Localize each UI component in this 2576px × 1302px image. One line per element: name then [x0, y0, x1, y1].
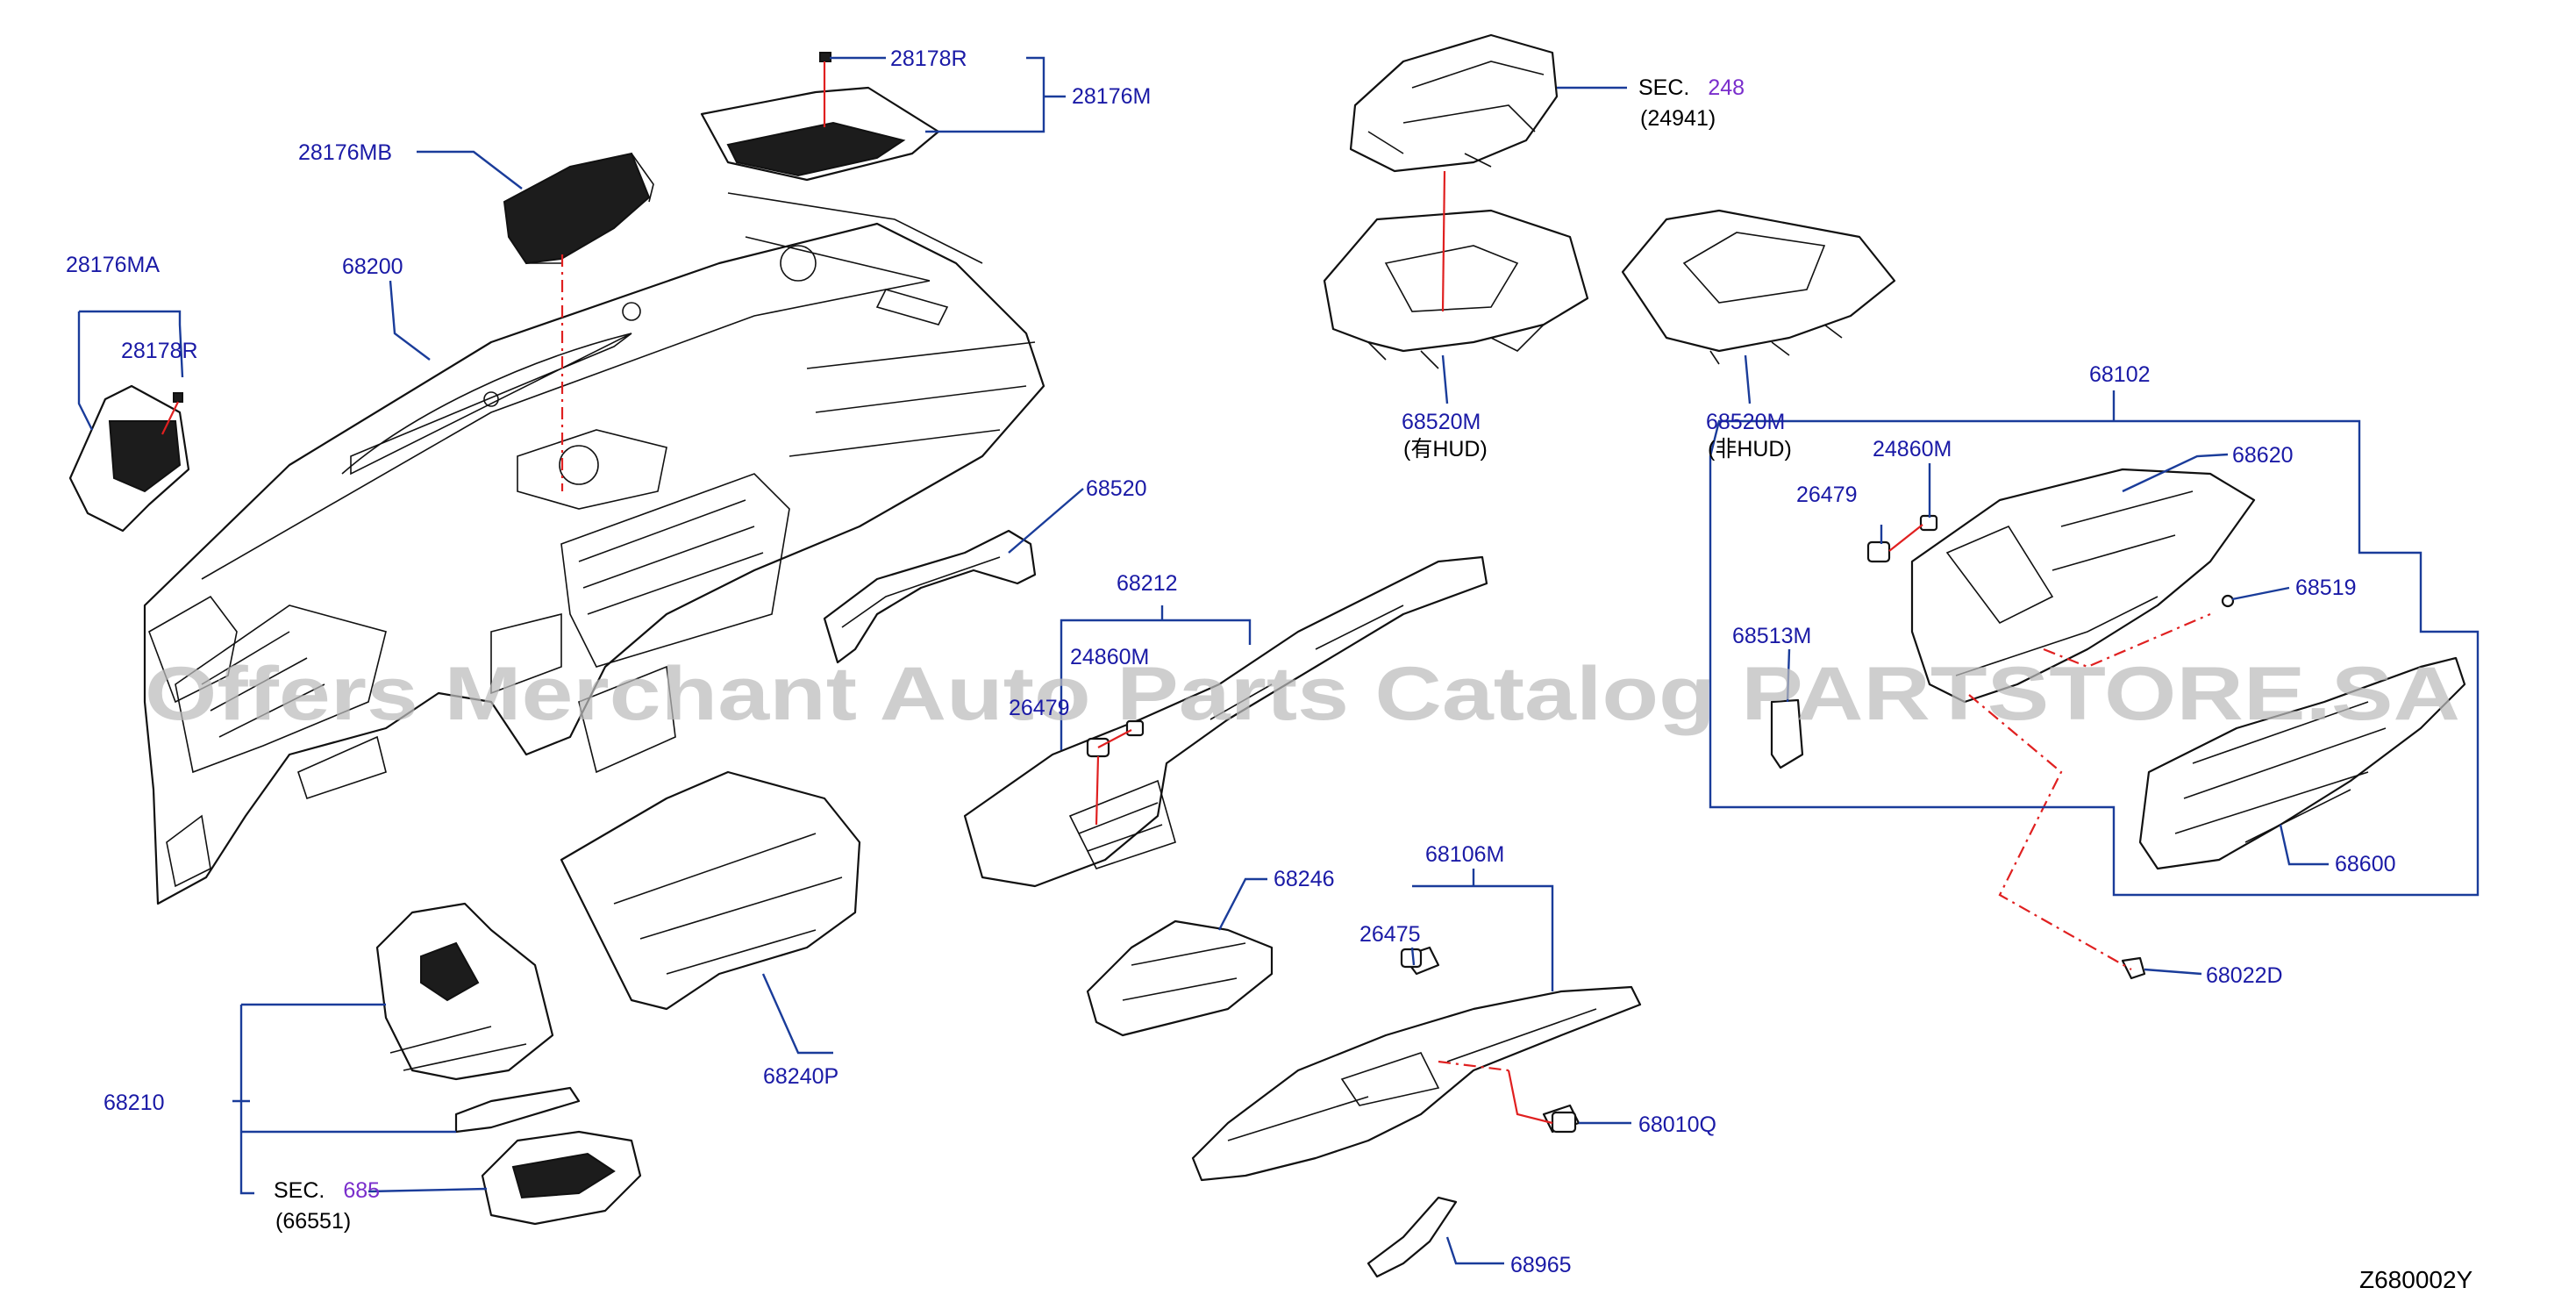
callout-28178R-left[interactable]: 28178R	[121, 339, 198, 363]
cluster-hood-strip-illustration	[823, 529, 1037, 664]
callout-28176M[interactable]: 28176M	[1072, 84, 1151, 109]
callout-68520[interactable]: 68520	[1086, 476, 1147, 501]
callout-68520M-nohud[interactable]: 68520M	[1706, 410, 1785, 434]
note-hud: (有HUD)	[1403, 437, 1488, 461]
callout-leader-lines	[77, 56, 2480, 1265]
callout-68965[interactable]: 68965	[1510, 1253, 1572, 1277]
callout-24860M-mid[interactable]: 24860M	[1070, 645, 1149, 669]
callout-68519[interactable]: 68519	[2295, 576, 2357, 600]
callout-68102[interactable]: 68102	[2089, 362, 2151, 387]
callout-28176MA[interactable]: 28176MA	[66, 253, 160, 277]
callout-68010Q[interactable]: 68010Q	[1638, 1112, 1716, 1137]
watermark-text: Offers Merchant Auto Parts Catalog PARTS…	[145, 652, 2460, 736]
callout-68246[interactable]: 68246	[1274, 867, 1335, 891]
callout-28176MB[interactable]: 28176MB	[298, 140, 392, 165]
defroster-grille-right-illustration	[700, 52, 940, 182]
callout-68212[interactable]: 68212	[1117, 571, 1178, 596]
diagram-code: Z680002Y	[2359, 1266, 2473, 1293]
callout-24860M-right[interactable]: 24860M	[1873, 437, 1952, 461]
small-bracket-illustration	[1366, 1196, 1458, 1278]
callout-68600[interactable]: 68600	[2335, 852, 2396, 876]
fastener-illustrations	[1086, 514, 2235, 1134]
callout-68240P[interactable]: 68240P	[763, 1064, 838, 1089]
cluster-lid-hud-illustration	[1323, 209, 1589, 369]
section-ref-685[interactable]: SEC. 685	[274, 1178, 380, 1203]
defroster-grille-center-illustration	[503, 152, 654, 265]
glove-box-body-illustration	[1910, 468, 2256, 704]
assembly-reference-lines	[161, 61, 2211, 1125]
callout-68200[interactable]: 68200	[342, 254, 403, 279]
instrument-bracket-illustration	[1086, 919, 1274, 1037]
section-ref-24941: (24941)	[1640, 106, 1716, 131]
callout-28178R-top[interactable]: 28178R	[890, 46, 967, 71]
section-number: 248	[1708, 75, 1745, 100]
switch-assembly-illustration	[481, 1130, 642, 1226]
callout-26479-right[interactable]: 26479	[1796, 483, 1858, 507]
lower-left-panel-illustration	[375, 902, 581, 1134]
cluster-lid-nohud-illustration	[1621, 209, 1896, 365]
callout-68106M[interactable]: 68106M	[1425, 842, 1504, 867]
callout-68620[interactable]: 68620	[2232, 443, 2294, 468]
section-prefix: SEC.	[274, 1178, 325, 1203]
callout-26475[interactable]: 26475	[1359, 922, 1421, 947]
combination-meter-illustration	[1349, 33, 1559, 173]
callout-68520M-hud[interactable]: 68520M	[1402, 410, 1481, 434]
callout-68022D[interactable]: 68022D	[2206, 963, 2283, 988]
callout-labels: 28178R 28176M 28176MB 28176MA 28178R 682…	[66, 46, 2396, 1277]
callout-68513M[interactable]: 68513M	[1732, 624, 1811, 648]
callout-26479-mid[interactable]: 26479	[1009, 696, 1070, 720]
instrument-panel-illustration	[143, 192, 1045, 905]
section-ref-66551: (66551)	[275, 1209, 351, 1234]
defroster-grille-left-illustration	[68, 384, 190, 533]
callout-68210[interactable]: 68210	[103, 1091, 165, 1115]
center-lower-panel-illustration	[963, 555, 1488, 888]
glove-box-lid-illustration	[2138, 656, 2466, 870]
section-ref-248[interactable]: SEC. 248	[1638, 75, 1745, 100]
knee-protector-left-illustration	[560, 770, 861, 1011]
section-prefix: SEC.	[1638, 75, 1689, 100]
section-number: 685	[343, 1178, 380, 1203]
note-nohud: (非HUD)	[1708, 437, 1792, 461]
